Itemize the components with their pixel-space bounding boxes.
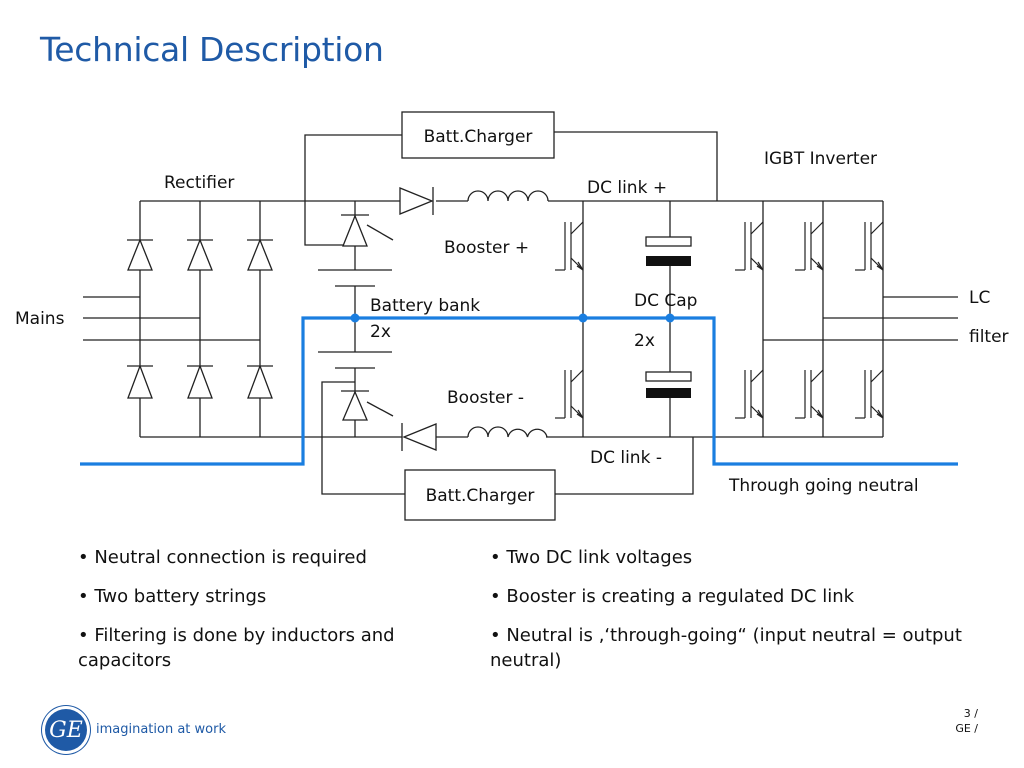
label-mains: Mains [15, 309, 65, 329]
neutral-node-battery [350, 313, 360, 323]
dc-cap-bottom-plate-dark [646, 388, 691, 398]
igbt-switch [855, 221, 884, 271]
label-battery-bank: Battery bank [370, 296, 480, 316]
dc-cap-bottom-plate [645, 371, 692, 382]
inductor-bottom [467, 426, 548, 438]
tagline: imagination at work [96, 722, 226, 737]
rectifier-diode [187, 238, 213, 271]
igbt-switch [795, 221, 824, 271]
through-going-neutral-line [80, 316, 958, 466]
dc-cap-top-plate-dark [646, 256, 691, 266]
rectifier-diode [187, 364, 213, 399]
label-filter: filter [969, 327, 1009, 347]
bullet-item: • Two battery strings [78, 586, 267, 607]
label-batt-charger-bottom: Batt.Charger [426, 486, 535, 506]
ge-logo: GE [42, 706, 90, 754]
batt-charger-top-box [401, 111, 555, 159]
ups-circuit-diagram: Batt.Charger Batt.Charger Rectifier IGBT… [15, 111, 1009, 521]
label-cap-count: 2x [634, 331, 655, 351]
bullet-item: • Filtering is done by inductors and cap… [78, 625, 395, 671]
igbt-switch [855, 369, 884, 419]
label-booster-plus: Booster + [444, 238, 529, 258]
dc-cap-top-plate [645, 236, 692, 247]
inductor-top [467, 190, 549, 202]
diode-bottom [402, 423, 437, 451]
slide-title: Technical Description [40, 30, 384, 69]
bullet-item: • Neutral is ‚‘through-going“ (input neu… [490, 625, 962, 671]
label-neutral: Through going neutral [728, 476, 919, 496]
page-number: 3 / GE / [955, 707, 978, 735]
bullet-list-left: • Neutral connection is required • Two b… [78, 545, 438, 687]
neutral-node-cap [665, 313, 675, 323]
igbt-switch [735, 369, 764, 419]
rectifier-diode [127, 364, 153, 399]
igbt-switch [555, 221, 584, 271]
label-booster-minus: Booster - [447, 388, 524, 408]
diode-top [399, 187, 434, 215]
booster-diode-bottom [342, 390, 368, 421]
label-dc-cap: DC Cap [634, 291, 697, 311]
bullet-list-right: • Two DC link voltages • Booster is crea… [490, 545, 990, 687]
label-battery-count: 2x [370, 322, 391, 342]
rectifier-diode [247, 238, 273, 271]
label-rectifier: Rectifier [164, 173, 234, 193]
batt-charger-bottom-box [404, 469, 556, 521]
label-batt-charger-top: Batt.Charger [424, 127, 533, 147]
rectifier-diode [247, 364, 273, 399]
igbt-switch [795, 369, 824, 419]
bullet-item: • Booster is creating a regulated DC lin… [490, 586, 855, 607]
rectifier-diode [127, 238, 153, 271]
bullet-item: • Neutral connection is required [78, 547, 367, 568]
igbt-switch [735, 221, 764, 271]
neutral-node-booster [578, 313, 588, 323]
igbt-switch [555, 369, 584, 419]
label-lc: LC [969, 288, 990, 308]
label-dc-link-plus: DC link + [587, 178, 667, 198]
booster-diode-top [342, 214, 368, 247]
label-dc-link-minus: DC link - [590, 448, 662, 468]
label-igbt-inverter: IGBT Inverter [764, 149, 877, 169]
bullet-item: • Two DC link voltages [490, 547, 693, 568]
